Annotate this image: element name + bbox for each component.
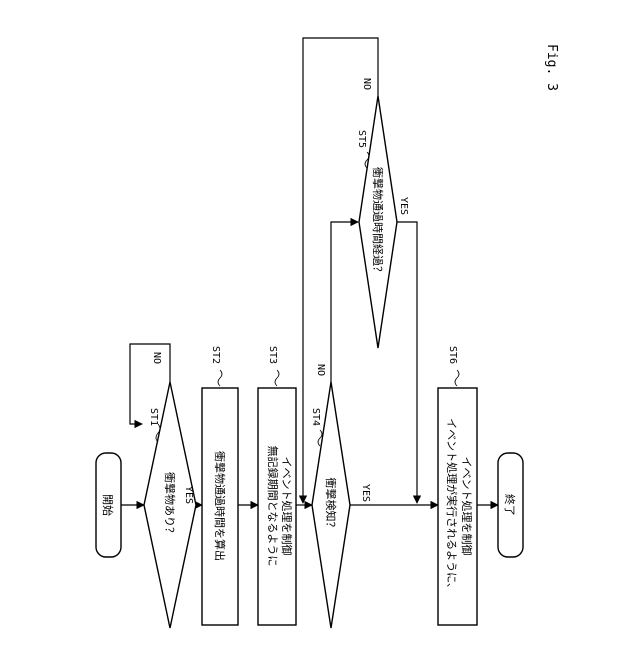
st4-step-label: ST4 [310,408,321,426]
st3-label-line2: イベント処理を制御 [280,457,294,556]
st6-label-line1: イベント処理が実行されるように、 [445,418,459,594]
st4-yes-label: YES [360,484,371,502]
connector-st4-no-to-st5 [331,222,358,382]
start-label: 開始 [101,494,115,516]
st1-label: 衝撃物あり？ [163,472,177,538]
st2-step-label: ST2 [210,346,221,364]
end-label: 終了 [503,494,517,516]
st1-step-label: ST1 [148,408,159,426]
st4-no-label: NO [315,364,326,376]
st1-yes-label: YES [183,486,194,504]
st6-label-line2: イベント処理を制御 [460,457,474,556]
st6-step-label: ST6 [447,346,458,364]
st2-leader [218,370,222,386]
st3-label-line1: 無記録期間となるように [266,446,280,567]
st5-yes-label: YES [398,197,409,215]
st5-label: 衝撃物通過時間経過？ [371,167,385,277]
st6-leader [455,370,459,386]
st3-leader [275,370,279,386]
st3-step-label: ST3 [267,346,278,364]
st1-no-label: NO [151,352,162,364]
connector-st5-yes-to-st6 [397,222,417,503]
st4-label: 衝撃検知？ [324,478,338,533]
figure-label: Fig. 3 [544,44,559,91]
st5-no-label: NO [361,78,372,90]
st2-label: 衝撃物通過時間を算出 [213,451,227,561]
st5-step-label: ST5 [356,130,367,148]
